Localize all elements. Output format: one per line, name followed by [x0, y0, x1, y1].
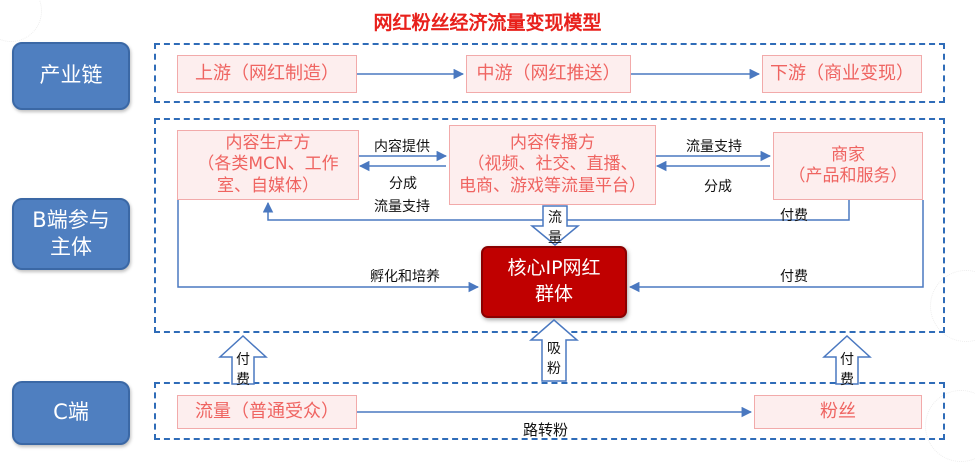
label-traffic-down: 流量: [548, 210, 562, 246]
lane-c-side: [154, 382, 945, 440]
block-arrow-pay-right: [822, 334, 872, 385]
fans-text: 粉丝: [820, 400, 856, 422]
content-producer-box: 内容生产方 （各类MCN、工作 室、自媒体）: [177, 130, 359, 200]
label-pay-top: 付费: [780, 208, 808, 224]
label-revenue-share-right: 分成: [704, 179, 732, 195]
midstream-text: 中游（网红推送）: [476, 62, 621, 84]
label-pay-left: 付费: [236, 352, 250, 388]
midstream-box: 中游（网红推送）: [466, 55, 631, 93]
arrow-incubate: [177, 200, 480, 293]
lane-industry-chain: [154, 43, 945, 103]
core-ip-influencer-box: 核心IP网红 群体: [481, 246, 627, 318]
content-distributor-box: 内容传播方 （视频、社交、直播、 电商、游戏等流量平台）: [449, 125, 656, 205]
general-audience-box: 流量（普通受众）: [177, 395, 357, 429]
label-convert-fans: 路转粉: [523, 421, 569, 439]
label-pay-right: 付费: [840, 352, 854, 388]
diagram-title: 网红粉丝经济流量变现模型: [373, 12, 602, 34]
downstream-box: 下游（商业变现）: [762, 55, 922, 93]
side-label-c-side: C端: [12, 381, 130, 445]
label-content-supply: 内容提供: [374, 139, 430, 155]
content-producer-text: 内容生产方 （各类MCN、工作 室、自媒体）: [197, 133, 339, 196]
label-pay-mid: 付费: [780, 269, 808, 285]
fans-box: 粉丝: [754, 395, 922, 429]
general-audience-text: 流量（普通受众）: [195, 400, 339, 422]
merchant-box: 商家 （产品和服务）: [773, 132, 923, 200]
block-arrow-traffic: [529, 205, 581, 246]
side-label-industry-chain-text: 产业链: [39, 63, 103, 88]
arrow-merchant-pay-core: [628, 200, 924, 293]
side-label-industry-chain: 产业链: [12, 42, 130, 110]
merchant-text: 商家 （产品和服务）: [788, 144, 908, 186]
label-revenue-share-left: 分成: [389, 176, 417, 192]
side-label-c-side-text: C端: [53, 400, 89, 425]
upstream-box: 上游（网红制造）: [177, 55, 357, 93]
downstream-text: 下游（商业变现）: [770, 62, 914, 84]
label-traffic-support-right: 流量支持: [686, 139, 742, 155]
block-arrow-attract-fans: [528, 319, 580, 382]
content-distributor-text: 内容传播方 （视频、社交、直播、 电商、游戏等流量平台）: [459, 133, 646, 196]
block-arrow-pay-left: [218, 334, 268, 385]
side-label-b-side: B端参与 主体: [12, 198, 130, 270]
upstream-text: 上游（网红制造）: [195, 62, 339, 84]
side-label-b-side-text: B端参与 主体: [32, 207, 110, 259]
core-ip-influencer-text: 核心IP网红 群体: [507, 257, 601, 305]
label-traffic-support-left: 流量支持: [374, 199, 430, 215]
label-attract-fans: 吸粉: [547, 341, 561, 377]
label-incubate: 孵化和培养: [370, 269, 440, 285]
